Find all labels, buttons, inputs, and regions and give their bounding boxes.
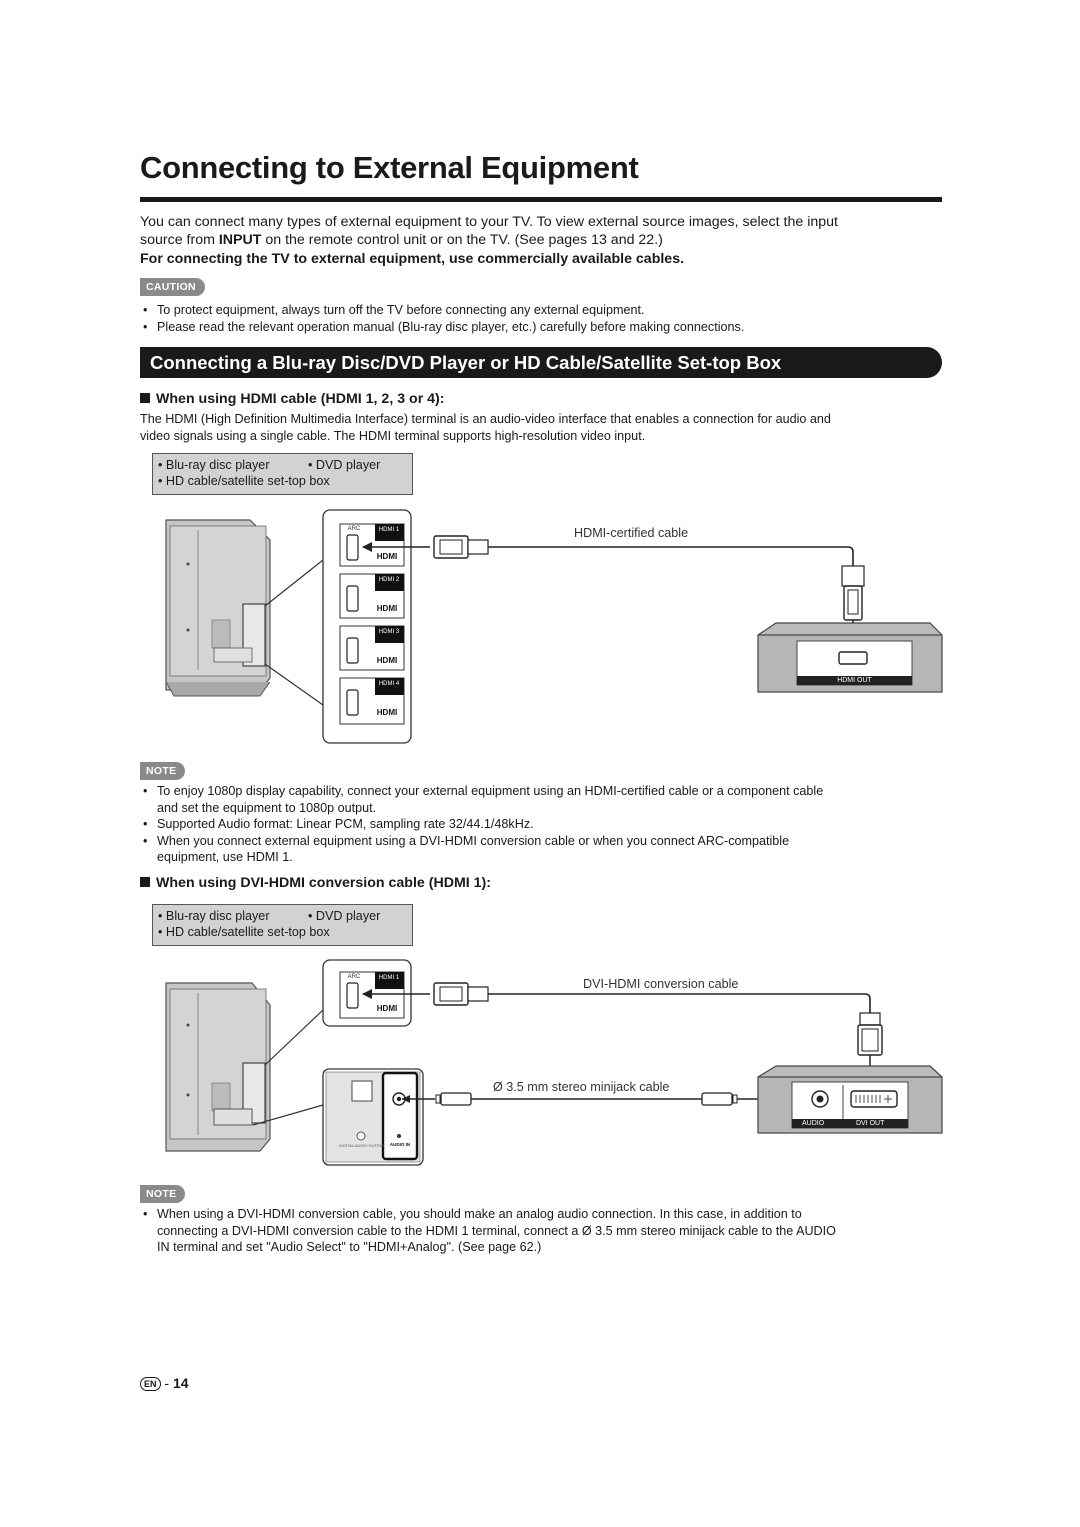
- intro-line-2-post: on the remote control unit or on the TV.…: [261, 232, 663, 248]
- page-number: 14: [172, 1375, 189, 1391]
- hdmi-cable-label: HDMI-certified cable: [574, 526, 689, 540]
- hdmi-connection-diagram: HDMI 1 ARC HDMI HDMI 2 HDMI HDMI 3 HDMI …: [165, 509, 943, 744]
- dvi-cable-label: DVI-HDMI conversion cable: [583, 977, 739, 991]
- square-bullet-icon: [140, 393, 150, 403]
- hdmi-1-label: HDMI 1: [379, 975, 400, 981]
- device-settop: HD cable/satellite set-top box: [165, 925, 330, 939]
- note-badge: NOTE: [140, 762, 186, 780]
- hdmi-subheading-text: When using HDMI cable (HDMI 1, 2, 3 or 4…: [156, 391, 445, 407]
- note-item: •To enjoy 1080p display capability, conn…: [143, 783, 943, 816]
- device-port-labels: AUDIO DVI OUT: [792, 1119, 908, 1128]
- caution-list: •To protect equipment, always turn off t…: [143, 302, 943, 335]
- hdmi-logo: HDMI: [377, 552, 397, 561]
- hdmi-logo: HDMI: [377, 656, 397, 665]
- dvi-connection-diagram: HDMI 1 ARC HDMI AUDIO IN DIGITAL AUDIO O…: [165, 959, 943, 1166]
- minijack-cable-label: Ø 3.5 mm stereo minijack cable: [493, 1080, 670, 1094]
- hdmi-cable: [362, 535, 865, 650]
- caution-item: •To protect equipment, always turn off t…: [143, 303, 645, 317]
- note-text: IN terminal and set "Audio Select" to "H…: [157, 1240, 542, 1254]
- page-title: Connecting to External Equipment: [140, 150, 639, 185]
- audio-in-label: AUDIO IN: [390, 1142, 410, 1147]
- hdmi-port-4: HDMI 4 HDMI: [339, 677, 405, 725]
- dvi-subheading-text: When using DVI-HDMI conversion cable (HD…: [156, 875, 492, 891]
- intro-line-1: You can connect many types of external e…: [140, 214, 838, 230]
- title-rule: [140, 197, 942, 202]
- audio-port-label: AUDIO: [802, 1120, 825, 1127]
- hdmi-subheading: When using HDMI cable (HDMI 1, 2, 3 or 4…: [140, 391, 445, 407]
- intro-paragraph: You can connect many types of external e…: [140, 213, 950, 268]
- note-text: connecting a DVI-HDMI conversion cable t…: [157, 1223, 836, 1238]
- hdmi-desc-line-2: video signals using a single cable. The …: [140, 428, 646, 443]
- device-bluray: Blu-ray disc player: [165, 458, 270, 472]
- square-bullet-icon: [140, 877, 150, 887]
- source-device: [757, 1065, 943, 1134]
- dvi-out-port-label: DVI OUT: [856, 1120, 885, 1127]
- hdmi-port-panel: HDMI 1 ARC HDMI HDMI 2 HDMI HDMI 3 HDMI …: [322, 509, 412, 744]
- hdmi-4-label: HDMI 4: [379, 681, 400, 687]
- hdmi-out-label: HDMI OUT: [837, 677, 872, 684]
- note-text: To enjoy 1080p display capability, conne…: [157, 784, 824, 798]
- audio-in-inset: AUDIO IN DIGITAL AUDIO OUTPUT: [322, 1068, 424, 1166]
- note-item: •Supported Audio format: Linear PCM, sam…: [143, 816, 943, 833]
- note-text: and set the equipment to 1080p output.: [157, 800, 377, 815]
- hdmi-2-label: HDMI 2: [379, 577, 400, 583]
- intro-input-keyword: INPUT: [218, 232, 262, 248]
- caution-text: Please read the relevant operation manua…: [157, 319, 745, 334]
- caution-text: To protect equipment, always turn off th…: [157, 303, 645, 317]
- device-row: • HD cable/satellite set-top box: [158, 925, 330, 939]
- note-item: • When using a DVI-HDMI conversion cable…: [143, 1206, 943, 1256]
- page-footer: EN - 14: [140, 1375, 189, 1391]
- hdmi-port-2: HDMI 2 HDMI: [339, 573, 405, 619]
- caution-badge: CAUTION: [140, 278, 205, 296]
- intro-bold-line: For connecting the TV to external equipm…: [140, 251, 685, 267]
- hdmi-logo: HDMI: [377, 604, 397, 613]
- caution-item: •Please read the relevant operation manu…: [143, 319, 745, 334]
- device-dvd: DVD player: [315, 909, 381, 923]
- hdmi-desc-line-1: The HDMI (High Definition Multimedia Int…: [140, 412, 831, 426]
- device-row: • Blu-ray disc player• DVD player: [158, 909, 381, 923]
- source-device: [757, 622, 943, 693]
- device-dvd: DVD player: [315, 458, 381, 472]
- device-bluray: Blu-ray disc player: [165, 909, 270, 923]
- device-list-box: • Blu-ray disc player• DVD player • HD c…: [152, 904, 413, 946]
- tv-back-panel: [165, 519, 271, 697]
- note-text: When you connect external equipment usin…: [157, 833, 790, 848]
- note-list: • When using a DVI-HDMI conversion cable…: [143, 1206, 943, 1256]
- dvi-subheading: When using DVI-HDMI conversion cable (HD…: [140, 875, 491, 891]
- hdmi-1-inset: HDMI 1 ARC HDMI: [322, 959, 412, 1027]
- note-text: equipment, use HDMI 1.: [157, 850, 293, 864]
- note-badge: NOTE: [140, 1185, 186, 1203]
- device-settop: HD cable/satellite set-top box: [165, 474, 330, 488]
- digital-audio-output-label: DIGITAL AUDIO OUTPUT: [339, 1143, 386, 1148]
- footer-dash: -: [164, 1375, 170, 1391]
- section-heading-bar: Connecting a Blu-ray Disc/DVD Player or …: [140, 347, 942, 378]
- hdmi-1-label: HDMI 1: [379, 527, 400, 533]
- language-badge: EN: [140, 1377, 161, 1391]
- note-item: •When you connect external equipment usi…: [143, 833, 943, 866]
- hdmi-3-label: HDMI 3: [379, 629, 400, 635]
- device-row: • Blu-ray disc player• DVD player: [158, 458, 381, 472]
- device-list-box: • Blu-ray disc player• DVD player • HD c…: [152, 453, 413, 495]
- hdmi-port-3: HDMI 3 HDMI: [339, 625, 405, 671]
- hdmi-logo: HDMI: [377, 708, 397, 717]
- tv-back-panel: [165, 982, 271, 1152]
- hdmi-description: The HDMI (High Definition Multimedia Int…: [140, 411, 950, 444]
- arc-label: ARC: [348, 526, 361, 532]
- hdmi-logo: HDMI: [377, 1004, 397, 1013]
- minijack-cable: [402, 1092, 820, 1106]
- intro-line-2-pre: source from: [140, 232, 219, 248]
- arc-label: ARC: [348, 974, 361, 980]
- note-list: •To enjoy 1080p display capability, conn…: [143, 783, 943, 866]
- intro-line-2: source from INPUT on the remote control …: [140, 231, 950, 249]
- note-text: When using a DVI-HDMI conversion cable, …: [157, 1207, 802, 1221]
- note-text: Supported Audio format: Linear PCM, samp…: [157, 817, 534, 831]
- device-row: • HD cable/satellite set-top box: [158, 474, 330, 488]
